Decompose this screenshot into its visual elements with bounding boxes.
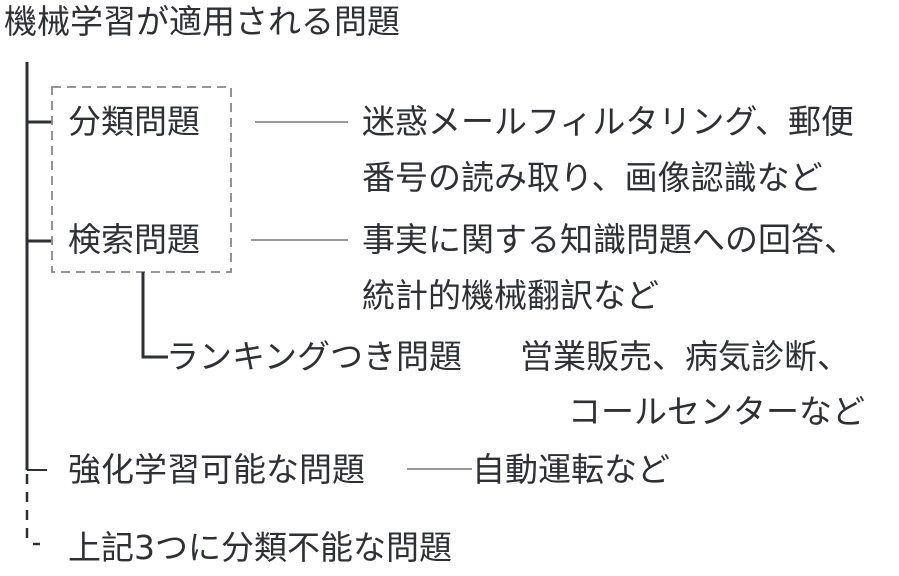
- node-other: 上記3つに分類不能な問題: [68, 528, 452, 567]
- classification-examples-line1: 迷惑メールフィルタリング、郵便: [362, 102, 855, 141]
- node-classification: 分類問題: [68, 102, 200, 141]
- classification-examples-line2: 番号の読み取り、画像認識など: [362, 158, 823, 197]
- node-retrieval: 検索問題: [68, 220, 200, 259]
- node-reinforcement: 強化学習可能な問題: [68, 450, 365, 489]
- retrieval-examples-line1: 事実に関する知識問題への回答、: [362, 220, 857, 259]
- retrieval-examples-line2: 統計的機械翻訳など: [362, 276, 659, 315]
- connector-ranking: [141, 272, 168, 359]
- ranking-examples-line2: コールセンターなど: [568, 392, 865, 431]
- reinforcement-examples: 自動運転など: [472, 450, 670, 489]
- diagram-title: 機械学習が適用される問題: [4, 2, 400, 41]
- node-ranking: ランキングつき問題: [166, 337, 463, 376]
- ranking-examples-line1: 営業販売、病気診断、: [520, 337, 850, 376]
